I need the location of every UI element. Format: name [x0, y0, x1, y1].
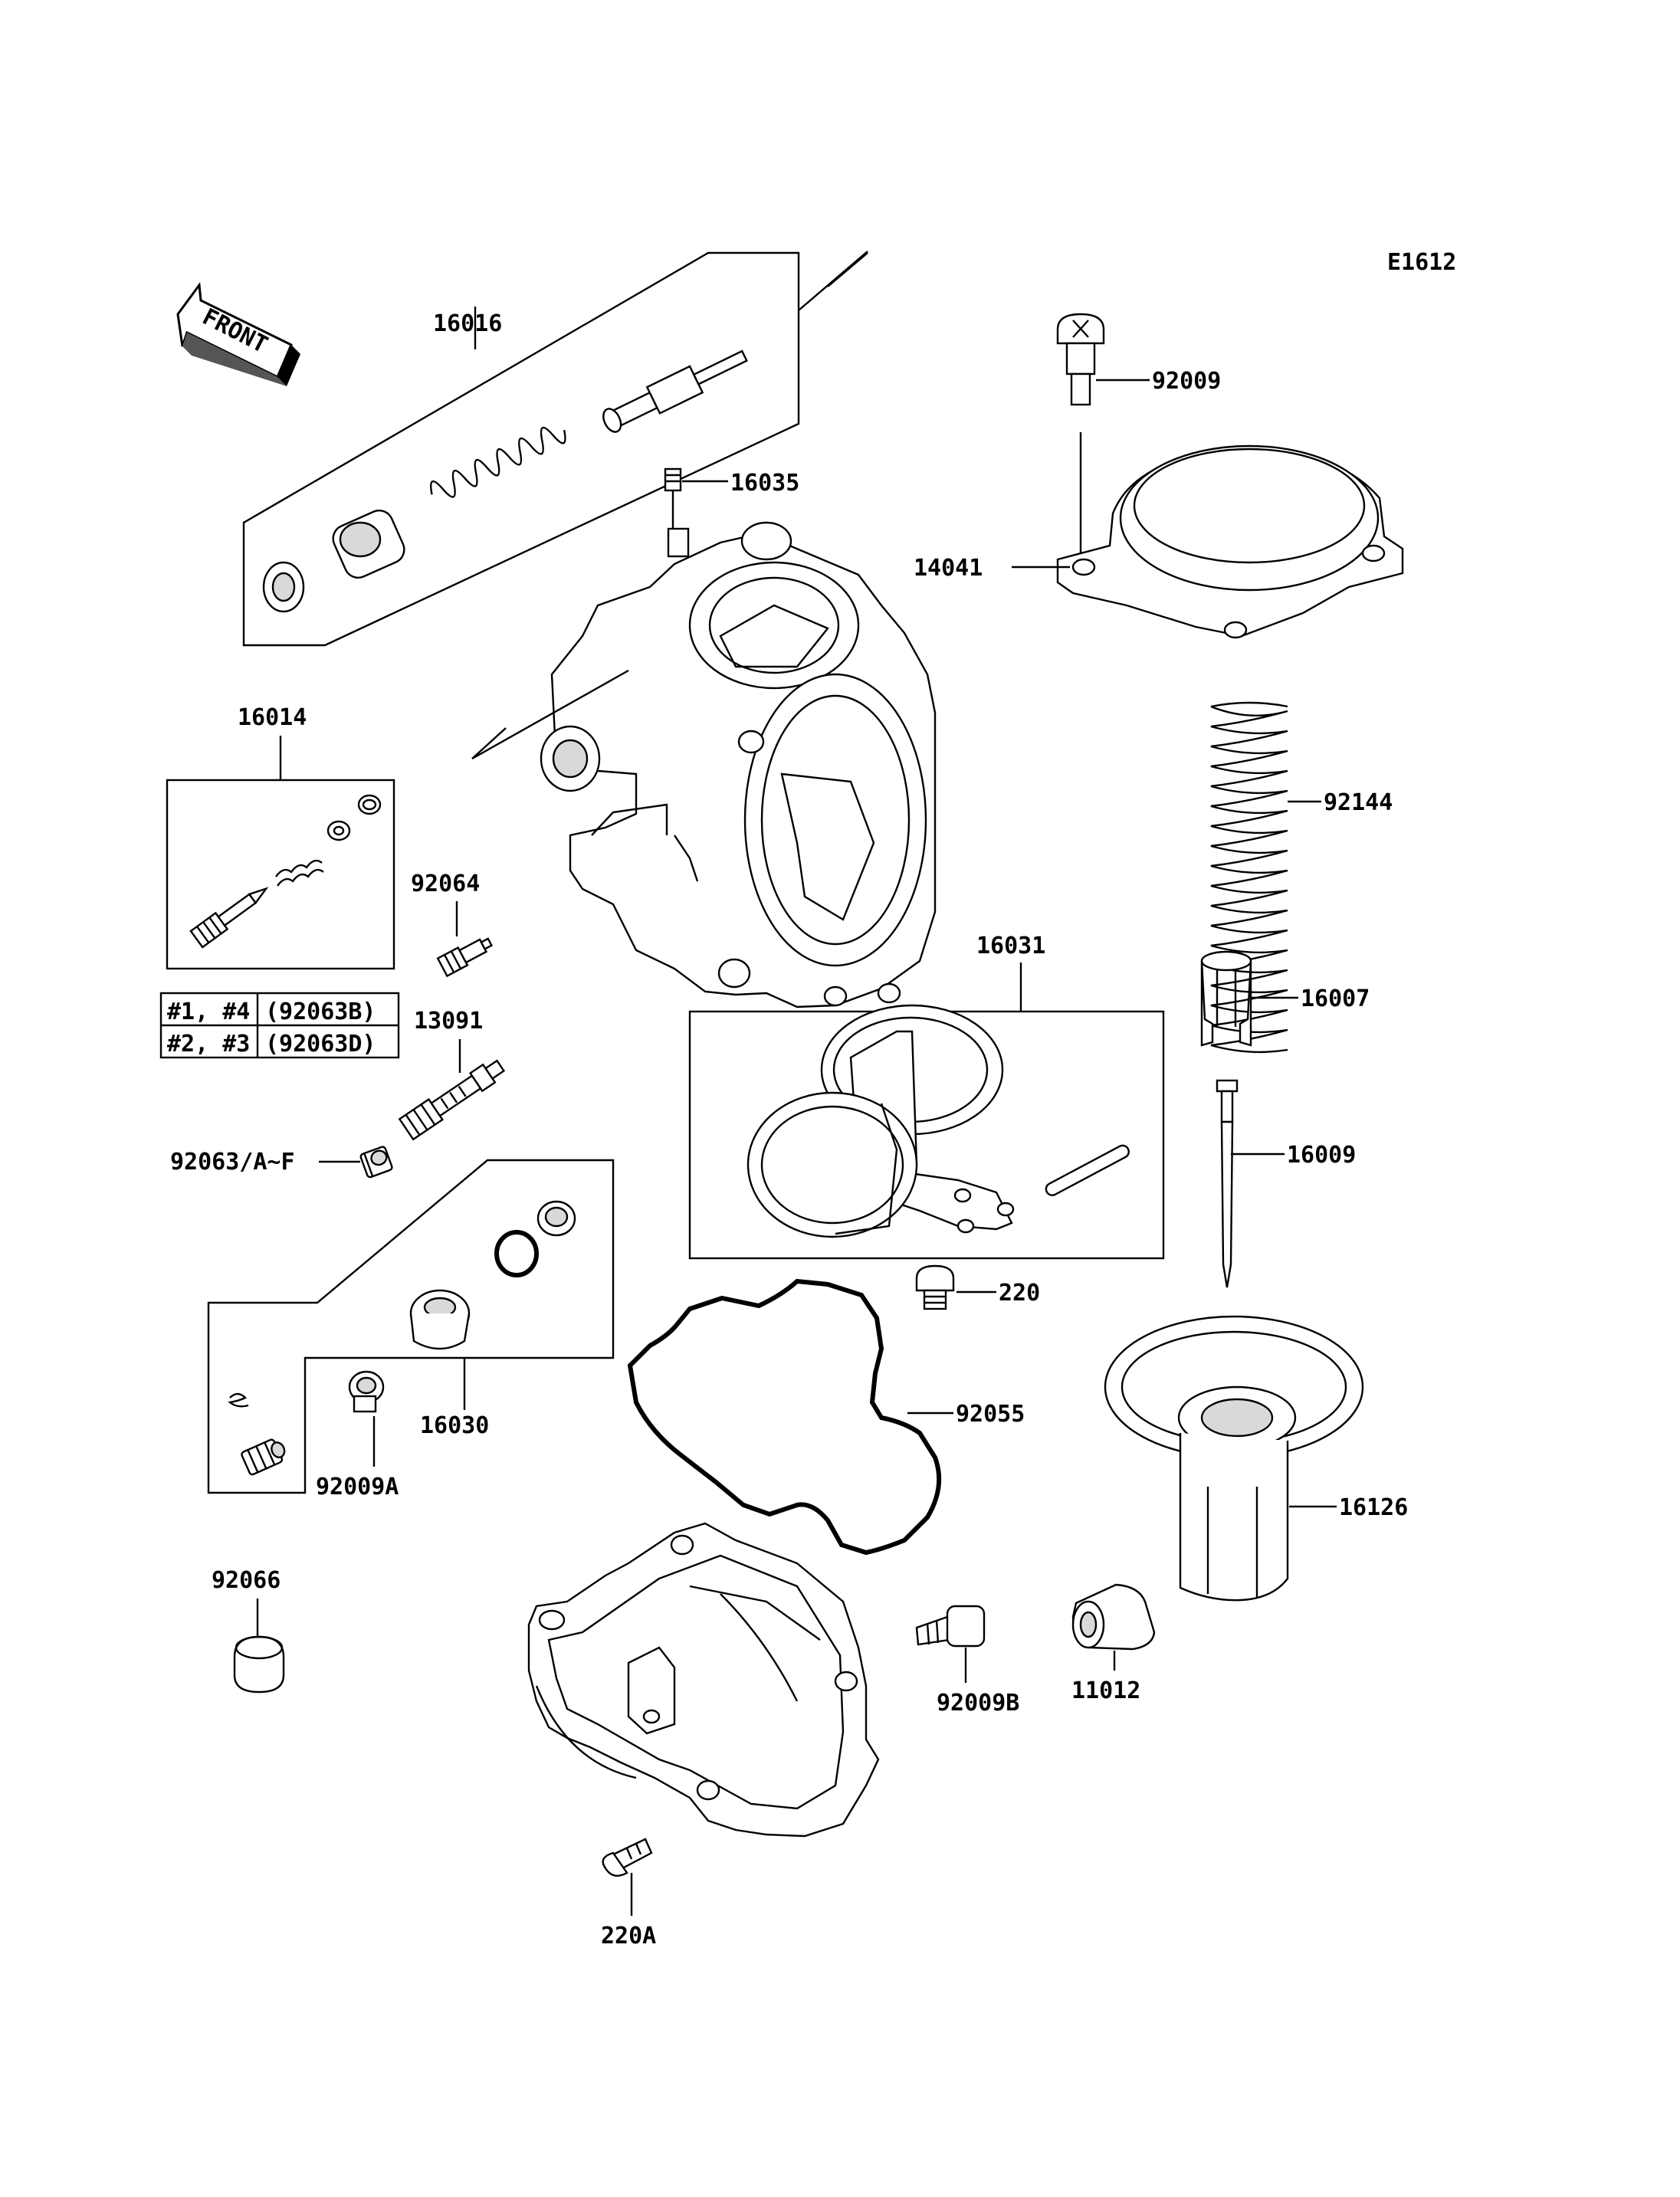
variant-row-1-part: (92063B): [265, 998, 376, 1025]
part-13091: 13091: [398, 1008, 506, 1141]
label-16035: 16035: [730, 470, 799, 497]
label-14041: 14041: [914, 555, 983, 582]
part-92064: 92064: [411, 871, 494, 978]
float-bowl: [527, 1522, 880, 1838]
label-16016: 16016: [433, 310, 502, 337]
label-16030: 16030: [420, 1412, 489, 1439]
diagram-code: E1612: [1387, 249, 1456, 276]
part-16035: 16035: [664, 467, 799, 549]
label-13091: 13091: [414, 1008, 483, 1035]
label-92066: 92066: [212, 1567, 281, 1594]
part-92009B: 92009B: [915, 1605, 1019, 1717]
variant-row-2-part: (92063D): [265, 1031, 376, 1058]
part-11012: 11012: [1071, 1583, 1156, 1704]
carburetor-body: [471, 521, 937, 1008]
label-11012: 11012: [1071, 1677, 1140, 1704]
label-220: 220: [999, 1280, 1040, 1307]
label-92064: 92064: [411, 871, 480, 897]
part-16009: 16009: [1216, 1079, 1356, 1288]
part-92066: 92066: [212, 1567, 285, 1694]
part-92144: 92144: [1210, 701, 1393, 1054]
label-16009: 16009: [1287, 1142, 1356, 1169]
label-92009A: 92009A: [316, 1474, 399, 1500]
part-16030-group: 16030: [207, 1159, 615, 1494]
part-92009: 92009: [1056, 313, 1221, 559]
variant-table: #1, #4 (92063B) #2, #3 (92063D): [159, 992, 400, 1059]
variant-row-1-cylinders: #1, #4: [167, 998, 250, 1025]
part-220: 220: [915, 1264, 1040, 1310]
part-14041: 14041: [914, 444, 1404, 639]
part-16031-group: 16031: [688, 933, 1165, 1260]
part-92063: 92063/A~F: [170, 1146, 393, 1179]
label-92009B: 92009B: [937, 1690, 1019, 1717]
label-16014: 16014: [238, 704, 307, 731]
part-16007: 16007: [1200, 950, 1370, 1047]
part-92009A: 92009A: [316, 1370, 399, 1500]
label-16007: 16007: [1301, 985, 1370, 1012]
part-16126: 16126: [1104, 1315, 1408, 1602]
part-16014-group: 16014: [166, 704, 395, 970]
label-16126: 16126: [1339, 1494, 1408, 1521]
variant-row-2-cylinders: #2, #3: [167, 1031, 250, 1058]
label-92063: 92063/A~F: [170, 1149, 295, 1176]
part-220A: 220A: [601, 1838, 656, 1949]
label-16031: 16031: [976, 933, 1045, 959]
label-92055: 92055: [956, 1401, 1025, 1428]
part-92055: 92055: [627, 1278, 1025, 1556]
part-16016-group: 16016: [242, 251, 868, 647]
label-220A: 220A: [601, 1923, 656, 1949]
label-92009: 92009: [1152, 368, 1221, 395]
label-92144: 92144: [1324, 789, 1393, 816]
front-arrow-icon: FRONT: [176, 281, 300, 386]
